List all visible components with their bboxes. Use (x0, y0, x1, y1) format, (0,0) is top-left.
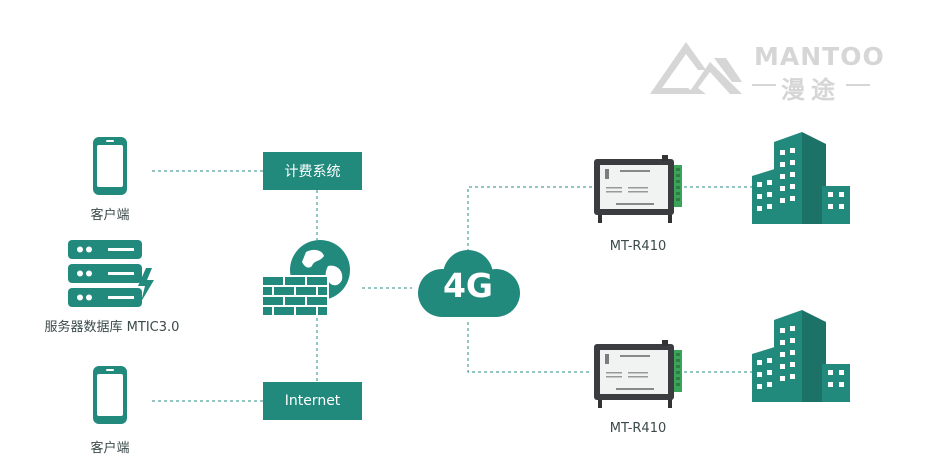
internet-box: Internet (263, 382, 362, 420)
building-icon (752, 310, 852, 406)
cloud-4g-label: 4G (442, 266, 494, 305)
billing-system-box: 计费系统 (263, 152, 362, 190)
rtu-device-icon (592, 340, 684, 414)
client-bottom-label: 客户端 (90, 441, 130, 456)
rtu-device-icon (592, 155, 684, 229)
device-bottom-label: MT-R410 (609, 421, 667, 436)
firewall-globe-icon (258, 240, 358, 324)
mountain-logo-icon (648, 38, 744, 100)
smartphone-icon (92, 365, 128, 429)
client-top-label: 客户端 (90, 208, 130, 223)
device-top-label: MT-R410 (609, 239, 667, 254)
building-icon (752, 132, 852, 228)
line-cloud-device-bottom (467, 322, 592, 373)
logo-dash-right (846, 84, 870, 86)
smartphone-icon (92, 136, 128, 200)
logo-dash-left (752, 84, 776, 86)
server-rack-icon (68, 240, 154, 312)
cloud-icon (412, 245, 524, 331)
brand-name-en: MANTOO (754, 42, 885, 71)
brand-name-cn: 漫途 (781, 76, 841, 104)
server-label: 服务器数据库 MTIC3.0 (44, 320, 180, 335)
line-cloud-device-top (467, 186, 592, 252)
